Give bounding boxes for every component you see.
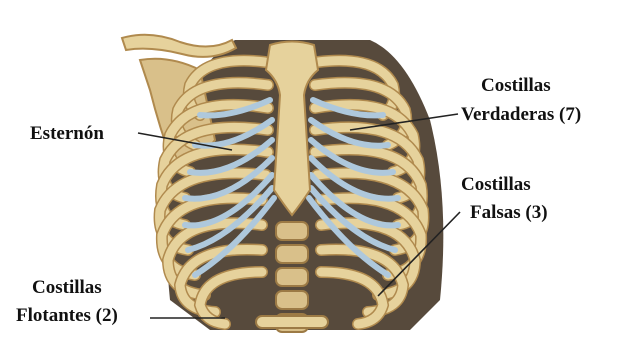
label-flotantes-line2: Flotantes (2): [16, 306, 118, 325]
clavicle: [122, 35, 236, 57]
label-falsas-line1: Costillas: [461, 175, 531, 194]
label-falsas-line2: Falsas (3): [470, 203, 548, 222]
label-flotantes-line1: Costillas: [32, 278, 102, 297]
label-esternon: Esternón: [30, 124, 104, 143]
label-verdaderas-line1: Costillas: [481, 76, 551, 95]
label-verdaderas-line2: Verdaderas (7): [461, 105, 581, 124]
